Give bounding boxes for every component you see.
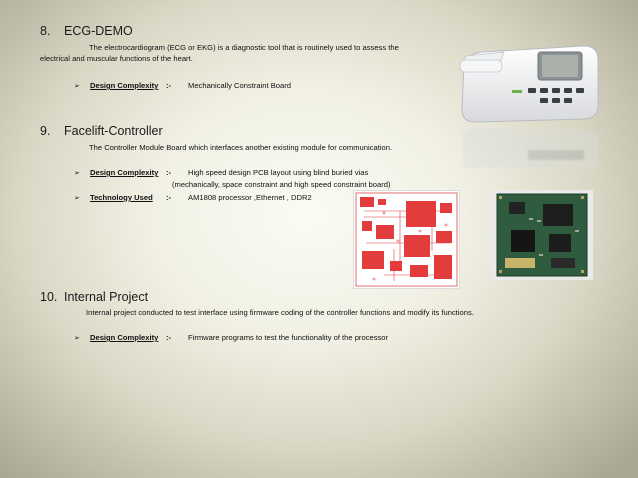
section-9-heading: 9. Facelift-Controller — [40, 124, 163, 138]
bullet-label: Design Complexity — [90, 81, 159, 90]
section-8-description-line2: electrical and muscular functions of the… — [40, 54, 193, 63]
bullet-arrow-icon: ➢ — [74, 83, 80, 90]
bullet-label: Technology Used — [90, 193, 153, 202]
bullet-arrow-icon: ➢ — [74, 170, 80, 177]
bullet-value: Mechanically Constraint Board — [188, 81, 291, 90]
section-title: ECG-DEMO — [64, 24, 133, 38]
section-8-heading: 8. ECG-DEMO — [40, 24, 133, 38]
section-8-bullet-1: ➢ Design Complexity :- Mechanically Constra… — [74, 81, 291, 90]
section-8-description-line1: The electrocardiogram (ECG or EKG) is a … — [89, 43, 399, 52]
bullet-separator: :- — [166, 168, 172, 177]
section-9-bullet-1: ➢ Design Complexity :- High speed design PC… — [74, 168, 368, 177]
section-9-bullet-1-continuation: (mechanically, space constraint and high… — [172, 180, 391, 189]
bullet-label: Design Complexity — [90, 168, 159, 177]
bullet-separator: :- — [166, 193, 172, 202]
section-9-description: The Controller Module Board which interf… — [89, 143, 393, 152]
bullet-arrow-icon: ➢ — [74, 335, 80, 342]
section-title: Internal Project — [64, 290, 149, 304]
section-number: 8. — [40, 24, 51, 38]
pcb-layout-red-image — [353, 190, 460, 289]
section-10-heading: 10. Internal Project — [40, 290, 148, 304]
bullet-separator: :- — [166, 81, 172, 90]
section-9-bullet-2: ➢ Technology Used :- AM1808 processor ,Ethe… — [74, 193, 312, 202]
section-number: 9. — [40, 124, 51, 138]
bullet-value: High speed design PCB layout using blind… — [188, 168, 369, 177]
section-10-bullet-1: ➢ Design Complexity :- Firmware programs to… — [74, 333, 388, 342]
section-title: Facelift-Controller — [64, 124, 163, 138]
bullet-value: AM1808 processor ,Ethernet , DDR2 — [188, 193, 312, 202]
ecg-device-reflection — [462, 128, 598, 168]
section-number: 10. — [40, 290, 58, 304]
bullet-separator: :- — [166, 333, 172, 342]
pcb-board-green-image — [491, 190, 593, 280]
ecg-device-image — [459, 45, 599, 123]
section-10-description: Internal project conducted to test inter… — [86, 308, 474, 317]
bullet-arrow-icon: ➢ — [74, 195, 80, 202]
bullet-label: Design Complexity — [90, 333, 159, 342]
bullet-value: Firmware programs to test the functional… — [188, 333, 389, 342]
